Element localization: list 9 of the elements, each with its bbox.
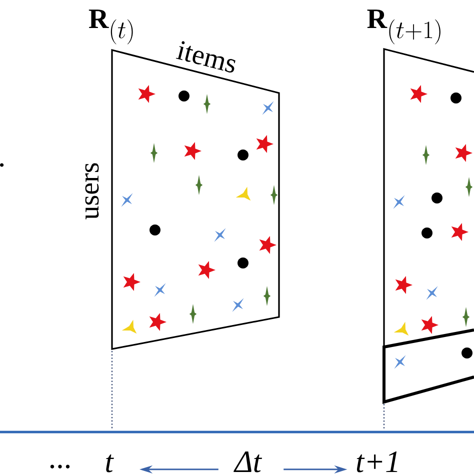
axis-label: users	[85, 163, 99, 220]
ellipsis-text: ...	[50, 464, 70, 468]
time-label: Δt	[234, 452, 262, 472]
row-band	[382, 328, 474, 404]
time-label: t+1	[356, 452, 398, 472]
axis-label: items	[176, 41, 236, 72]
matrix-heading: $\mathbf{R}_{(t)}$	[88, 10, 133, 44]
time-label: t	[106, 454, 114, 472]
matrix-heading: $\mathbf{R}_{(t+1)}$	[367, 10, 440, 44]
